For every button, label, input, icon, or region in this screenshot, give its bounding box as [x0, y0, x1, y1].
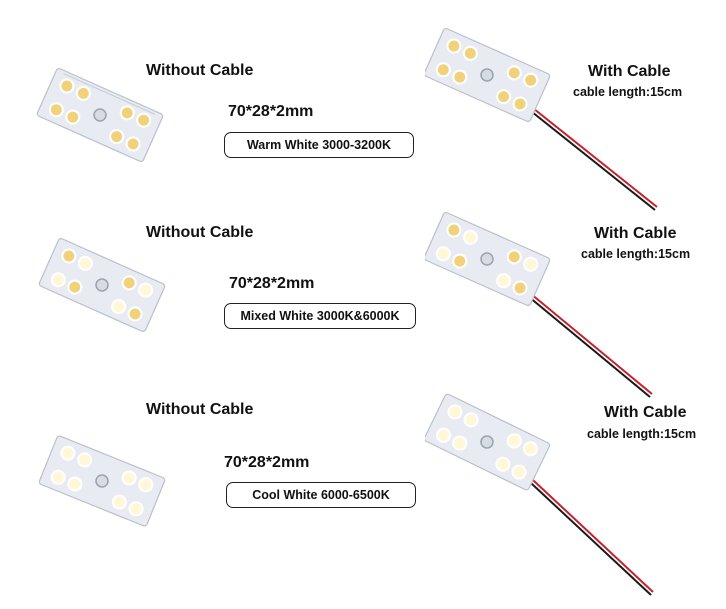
dimensions-label: 70*28*2mm — [229, 275, 315, 292]
led-board-with-cable-image — [425, 393, 654, 596]
led-board-with-cable-image — [425, 28, 658, 211]
dimensions-label: 70*28*2mm — [228, 103, 314, 120]
color-temperature-badge: Cool White 6000-6500K — [226, 482, 416, 508]
led-board-image — [36, 68, 164, 162]
with-cable-heading: With Cable — [594, 225, 677, 242]
with-cable-heading: With Cable — [604, 404, 687, 421]
cable-length-label: cable length:15cm — [573, 85, 683, 99]
led-board-image — [38, 238, 166, 332]
cable-length-label: cable length:15cm — [581, 247, 691, 261]
without-cable-heading: Without Cable — [146, 401, 254, 418]
cable-length-label: cable length:15cm — [587, 427, 697, 441]
without-cable-heading: Without Cable — [146, 224, 254, 241]
led-board-image — [38, 435, 166, 527]
dimensions-label: 70*28*2mm — [224, 454, 310, 471]
color-temperature-badge: Warm White 3000-3200K — [224, 132, 414, 158]
color-temperature-badge: Mixed White 3000K&6000K — [224, 303, 416, 329]
with-cable-heading: With Cable — [588, 63, 671, 80]
without-cable-heading: Without Cable — [146, 62, 254, 79]
led-board-with-cable-image — [425, 212, 653, 398]
